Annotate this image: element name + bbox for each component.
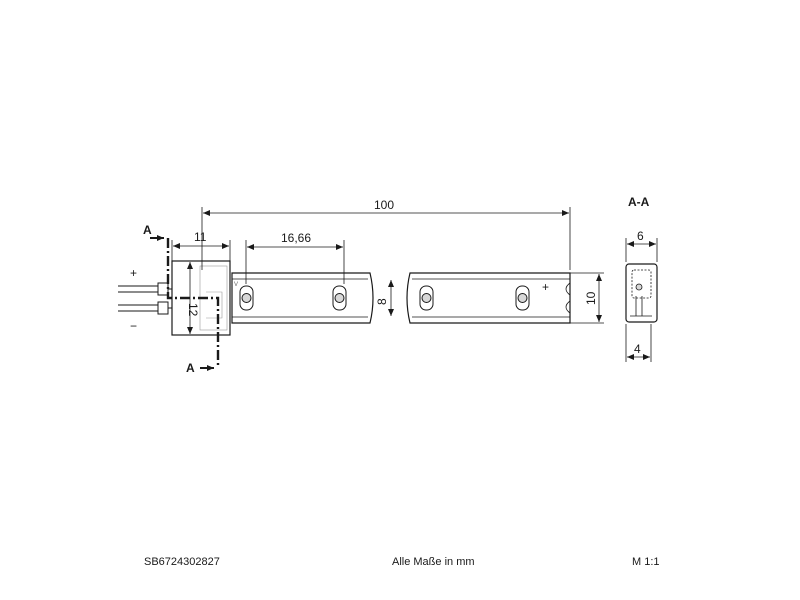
dimension-label-section-height: 4 xyxy=(634,342,641,356)
dimension-label-connector-width: 12 xyxy=(186,303,200,317)
wire-plus xyxy=(118,282,172,296)
strip-segment-right xyxy=(406,272,571,324)
section-cut-line xyxy=(166,238,220,368)
section-marker-label: A xyxy=(143,223,152,237)
dimension-total-width xyxy=(570,272,604,324)
strip-voltage-mark: V xyxy=(234,282,238,288)
section-marker-top: A xyxy=(143,223,164,241)
led-chip xyxy=(332,285,347,311)
dimension-label-connector-length: 11 xyxy=(194,230,207,244)
led-chip xyxy=(239,285,254,311)
polarity-minus-label: − xyxy=(130,319,137,333)
led-chip xyxy=(515,285,530,311)
dimension-overall-length xyxy=(201,207,571,270)
polarity-plus-label: + xyxy=(130,266,137,280)
dimension-label-led-pitch: 16,66 xyxy=(281,231,311,245)
dimension-connector-length xyxy=(171,240,231,262)
wire-minus xyxy=(118,301,172,315)
article-code: SB6724302827 xyxy=(144,556,220,568)
dimension-label-section-width: 6 xyxy=(637,229,644,243)
dimension-led-pitch xyxy=(245,240,345,284)
measure-note: Alle Maße in mm xyxy=(392,556,475,568)
dimension-label-strip-width: 8 xyxy=(375,298,389,305)
section-view-title: A-A xyxy=(628,195,650,209)
strip-plus-mark: + xyxy=(542,280,549,294)
dimension-label-total-width: 10 xyxy=(584,291,598,305)
section-marker-bottom: A xyxy=(186,361,214,375)
led-chips xyxy=(239,285,530,311)
led-chip xyxy=(419,285,434,311)
strip-segment-left xyxy=(231,272,374,324)
section-view xyxy=(625,238,658,362)
section-marker-label: A xyxy=(186,361,195,375)
dimension-label-overall-length: 100 xyxy=(374,198,394,212)
scale-label: M 1:1 xyxy=(632,556,660,568)
strip-body xyxy=(231,272,571,324)
connector-wires xyxy=(118,282,172,315)
